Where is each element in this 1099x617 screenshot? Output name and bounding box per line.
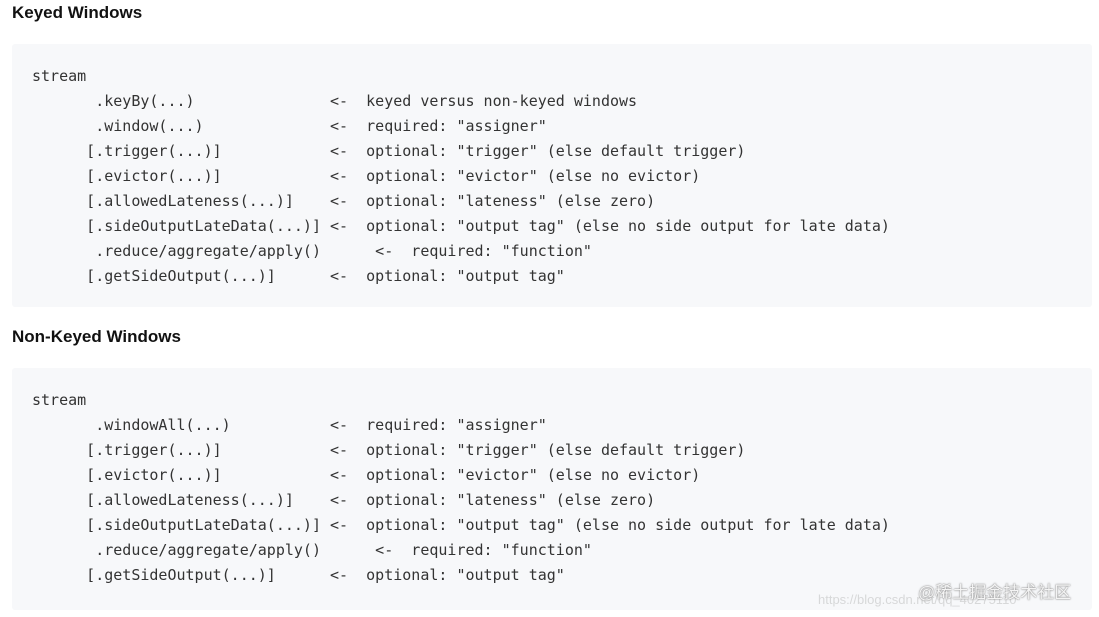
code-line: [.sideOutputLateData(...)] <- optional: … xyxy=(32,217,890,235)
code-line: stream xyxy=(32,67,87,85)
code-line: [.evictor(...)] <- optional: "evictor" (… xyxy=(32,167,701,185)
code-content: stream .keyBy(...) <- keyed versus non-k… xyxy=(32,64,890,289)
code-line: .window(...) <- required: "assigner" xyxy=(32,117,547,135)
code-line: [.trigger(...)] <- optional: "trigger" (… xyxy=(32,142,746,160)
code-content: stream .windowAll(...) <- required: "ass… xyxy=(32,388,890,588)
watermark-brand: @稀土掘金技术社区 xyxy=(918,583,1072,602)
code-line: [.getSideOutput(...)] <- optional: "outp… xyxy=(32,267,565,285)
code-block-keyed-windows: stream .keyBy(...) <- keyed versus non-k… xyxy=(12,44,1092,307)
code-line: [.evictor(...)] <- optional: "evictor" (… xyxy=(32,466,701,484)
code-line: [.trigger(...)] <- optional: "trigger" (… xyxy=(32,441,746,459)
section-heading-keyed-windows: Keyed Windows xyxy=(12,3,143,22)
code-line: [.sideOutputLateData(...)] <- optional: … xyxy=(32,516,890,534)
code-line: .keyBy(...) <- keyed versus non-keyed wi… xyxy=(32,92,638,110)
code-block-non-keyed-windows: stream .windowAll(...) <- required: "ass… xyxy=(12,368,1092,610)
watermark-site: https://blog.csdn.net/qq_40275110 xyxy=(818,592,1017,607)
code-line: .reduce/aggregate/apply() <- required: "… xyxy=(32,242,592,260)
section-heading-non-keyed-windows: Non-Keyed Windows xyxy=(12,327,181,346)
code-line: [.allowedLateness(...)] <- optional: "la… xyxy=(32,491,656,509)
code-line: [.getSideOutput(...)] <- optional: "outp… xyxy=(32,566,565,584)
code-line: .reduce/aggregate/apply() <- required: "… xyxy=(32,541,592,559)
code-line: stream xyxy=(32,391,87,409)
code-line: [.allowedLateness(...)] <- optional: "la… xyxy=(32,192,656,210)
code-line: .windowAll(...) <- required: "assigner" xyxy=(32,416,547,434)
